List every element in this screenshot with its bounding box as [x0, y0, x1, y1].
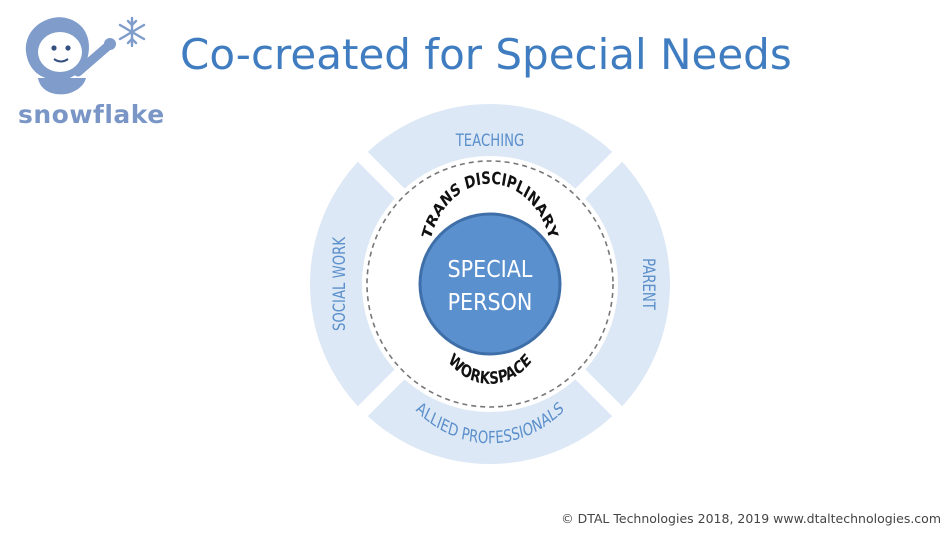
segment-label-parent: PARENT [639, 258, 659, 310]
copyright-footer: © DTAL Technologies 2018, 2019 www.dtalt… [561, 511, 941, 526]
dashed-ring [366, 160, 614, 408]
segment-label-social-work: SOCIAL WORK [329, 236, 349, 331]
segment-bottom [367, 379, 613, 465]
center-label-line-2: PERSON [448, 290, 533, 316]
snowflake-logo [25, 16, 146, 95]
segment-label-teaching: TEACHING [455, 130, 524, 150]
logo-wordmark: snowflake [18, 100, 165, 129]
segment-top [367, 103, 613, 189]
snowman-icon [25, 17, 116, 95]
center-circle [418, 212, 562, 356]
page-title: Co-created for Special Needs [180, 30, 792, 79]
segment-right [585, 161, 670, 407]
snowflake-icon [118, 16, 146, 48]
segment-group [310, 103, 670, 465]
special-needs-diagram: SPECIAL PERSON TRANS DISCIPLINARY WORKSP… [310, 103, 670, 465]
segment-left [310, 161, 395, 407]
center-label-line-1: SPECIAL [448, 257, 533, 283]
